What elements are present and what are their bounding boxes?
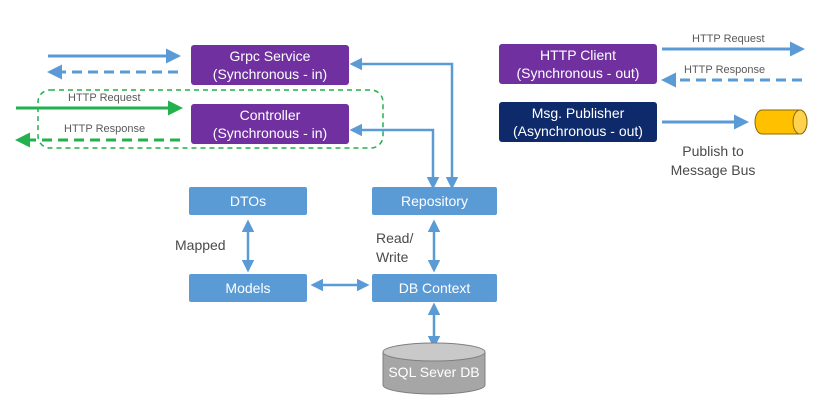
dtos-box: DTOs bbox=[189, 187, 307, 215]
grpc-service-subtitle: (Synchronous - in) bbox=[212, 66, 328, 82]
http-client-title: HTTP Client bbox=[540, 47, 616, 63]
grpc-repository-arrow bbox=[349, 57, 459, 190]
client-request-label: HTTP Request bbox=[692, 33, 765, 45]
publish-line-2: Message Bus bbox=[670, 162, 756, 178]
db-context-box: DB Context bbox=[372, 274, 497, 302]
models-label: Models bbox=[225, 280, 271, 296]
db-context-label: DB Context bbox=[398, 280, 471, 296]
grpc-service-box: Grpc Service (Synchronous - in) bbox=[191, 45, 349, 85]
client-response-label: HTTP Response bbox=[684, 64, 766, 76]
read-write-label: Read/ Write bbox=[376, 229, 413, 267]
http-client-subtitle: (Synchronous - out) bbox=[516, 65, 640, 81]
controller-title: Controller bbox=[239, 107, 301, 123]
controller-repository-arrow bbox=[349, 123, 440, 190]
read-write-line-1: Read/ bbox=[376, 230, 414, 246]
grpc-service-title: Grpc Service bbox=[229, 48, 311, 64]
read-write-line-2: Write bbox=[376, 249, 409, 265]
database-label: SQL Sever DB bbox=[388, 364, 480, 380]
publish-label: Publish to Message Bus bbox=[664, 142, 762, 180]
publish-line-1: Publish to bbox=[682, 143, 744, 159]
message-bus-icon bbox=[754, 109, 808, 135]
models-box: Models bbox=[189, 274, 307, 302]
http-client-box: HTTP Client (Synchronous - out) bbox=[499, 44, 657, 84]
msg-publisher-box: Msg. Publisher (Asynchronous - out) bbox=[499, 102, 657, 142]
msg-publisher-subtitle: (Asynchronous - out) bbox=[513, 123, 643, 139]
msg-publisher-title: Msg. Publisher bbox=[531, 105, 625, 121]
controller-box: Controller (Synchronous - in) bbox=[191, 104, 349, 144]
controller-boundary bbox=[37, 89, 384, 149]
controller-request-label: HTTP Request bbox=[68, 92, 141, 104]
repository-box: Repository bbox=[372, 187, 497, 215]
controller-subtitle: (Synchronous - in) bbox=[212, 125, 328, 141]
mapped-label: Mapped bbox=[175, 237, 226, 253]
dtos-label: DTOs bbox=[229, 193, 267, 209]
database-icon bbox=[382, 342, 486, 395]
repository-label: Repository bbox=[401, 193, 468, 209]
controller-response-label: HTTP Response bbox=[64, 123, 146, 135]
